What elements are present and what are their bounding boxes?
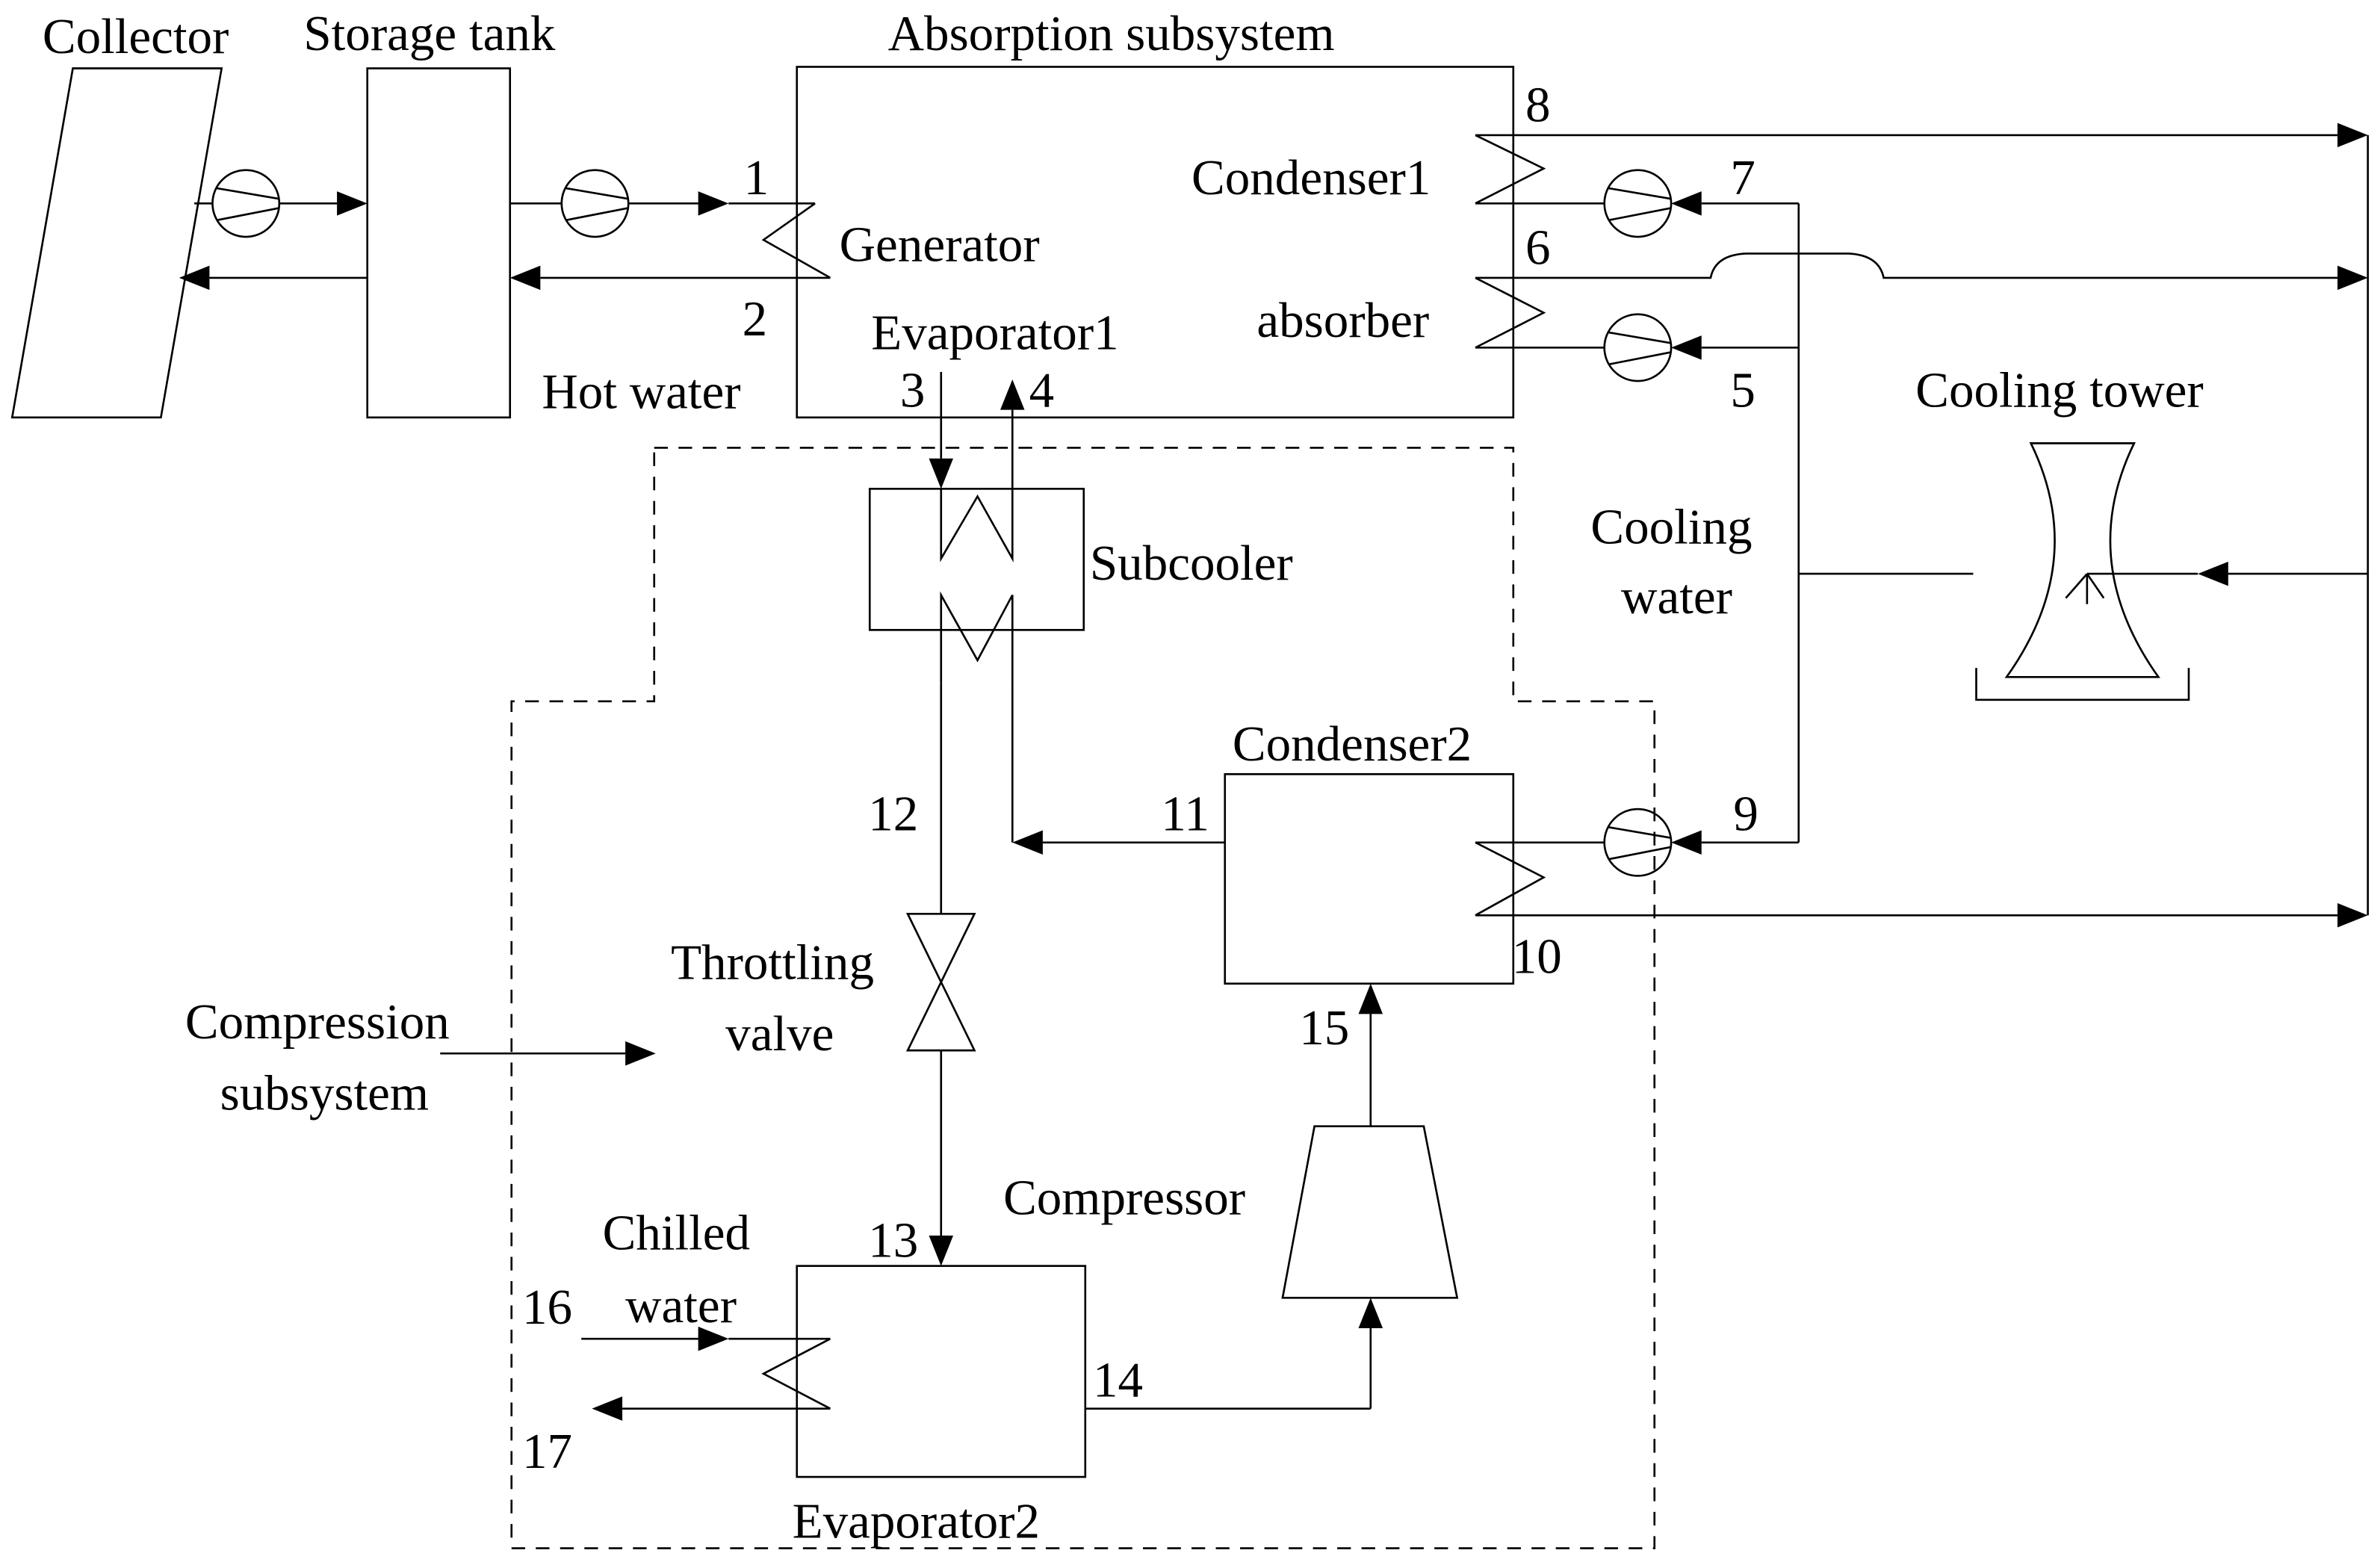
storage-tank (366, 67, 512, 419)
hot-water-label: Hot water (542, 364, 740, 420)
throttling-valve-label-line1: Throttling (671, 935, 874, 991)
absorption-subsystem-box (796, 66, 1515, 419)
state-point-10: 10 (1512, 929, 1562, 985)
compression-subsystem-boundary (510, 447, 1656, 1549)
compressor-icon (1281, 1125, 1459, 1299)
cooling-water-label-line2: water (1621, 568, 1732, 625)
evaporator2-coil (761, 1338, 831, 1410)
pump-icon (560, 169, 630, 238)
compression-subsystem-label-line2: subsystem (220, 1064, 429, 1121)
state-point-5: 5 (1730, 362, 1755, 418)
state-point-9: 9 (1733, 786, 1758, 842)
generator-coil (761, 202, 831, 279)
subcooler-box (868, 488, 1085, 631)
condenser1-coil (1475, 134, 1546, 205)
cooling-water-label-line1: Cooling (1590, 498, 1752, 554)
compressor-label: Compressor (1003, 1170, 1245, 1226)
storage-tank-label: Storage tank (303, 5, 555, 61)
absorption-subsystem-label: Absorption subsystem (888, 5, 1335, 61)
throttling-valve-label-line2: valve (725, 1005, 834, 1062)
state-point-1: 1 (744, 149, 769, 205)
state-point-12: 12 (868, 786, 918, 842)
state-point-13: 13 (868, 1212, 918, 1268)
subcooler-label: Subcooler (1090, 535, 1293, 591)
evaporator2-box (796, 1265, 1087, 1478)
compression-subsystem-label-line1: Compression (185, 994, 450, 1050)
state-point-15: 15 (1299, 1000, 1349, 1056)
evaporator2-label: Evaporator2 (793, 1493, 1040, 1549)
state-point-17: 17 (522, 1423, 572, 1479)
state-point-3: 3 (900, 362, 926, 418)
condenser2-label: Condenser2 (1233, 716, 1472, 772)
pump-icon (1603, 808, 1673, 877)
cooling-tower-label: Cooling tower (1915, 362, 2204, 418)
state-point-2: 2 (743, 291, 768, 347)
state-point-7: 7 (1730, 149, 1755, 205)
condenser2-box (1224, 773, 1515, 985)
cooling-tower (2004, 442, 2160, 678)
generator-label: Generator (840, 217, 1040, 273)
pump-icon (1603, 169, 1673, 238)
condenser1-label: Condenser1 (1191, 149, 1431, 205)
throttling-valve-icon (905, 912, 976, 1052)
state-point-6: 6 (1525, 220, 1551, 276)
absorber-coil (1475, 276, 1546, 349)
state-point-4: 4 (1029, 362, 1055, 418)
state-point-14: 14 (1093, 1351, 1143, 1407)
evaporator1-label: Evaporator1 (871, 304, 1118, 360)
state-point-8: 8 (1525, 77, 1551, 133)
absorber-label: absorber (1256, 292, 1429, 348)
condenser2-coil (1475, 841, 1546, 917)
state-point-16: 16 (522, 1279, 572, 1335)
pump-icon (1603, 313, 1673, 382)
state-point-11: 11 (1161, 786, 1209, 842)
collector-label: Collector (43, 8, 229, 64)
pump-icon (211, 169, 281, 238)
chilled-water-label-line1: Chilled (603, 1204, 750, 1260)
chilled-water-label-line2: water (625, 1277, 737, 1333)
collector-panel (10, 67, 223, 419)
